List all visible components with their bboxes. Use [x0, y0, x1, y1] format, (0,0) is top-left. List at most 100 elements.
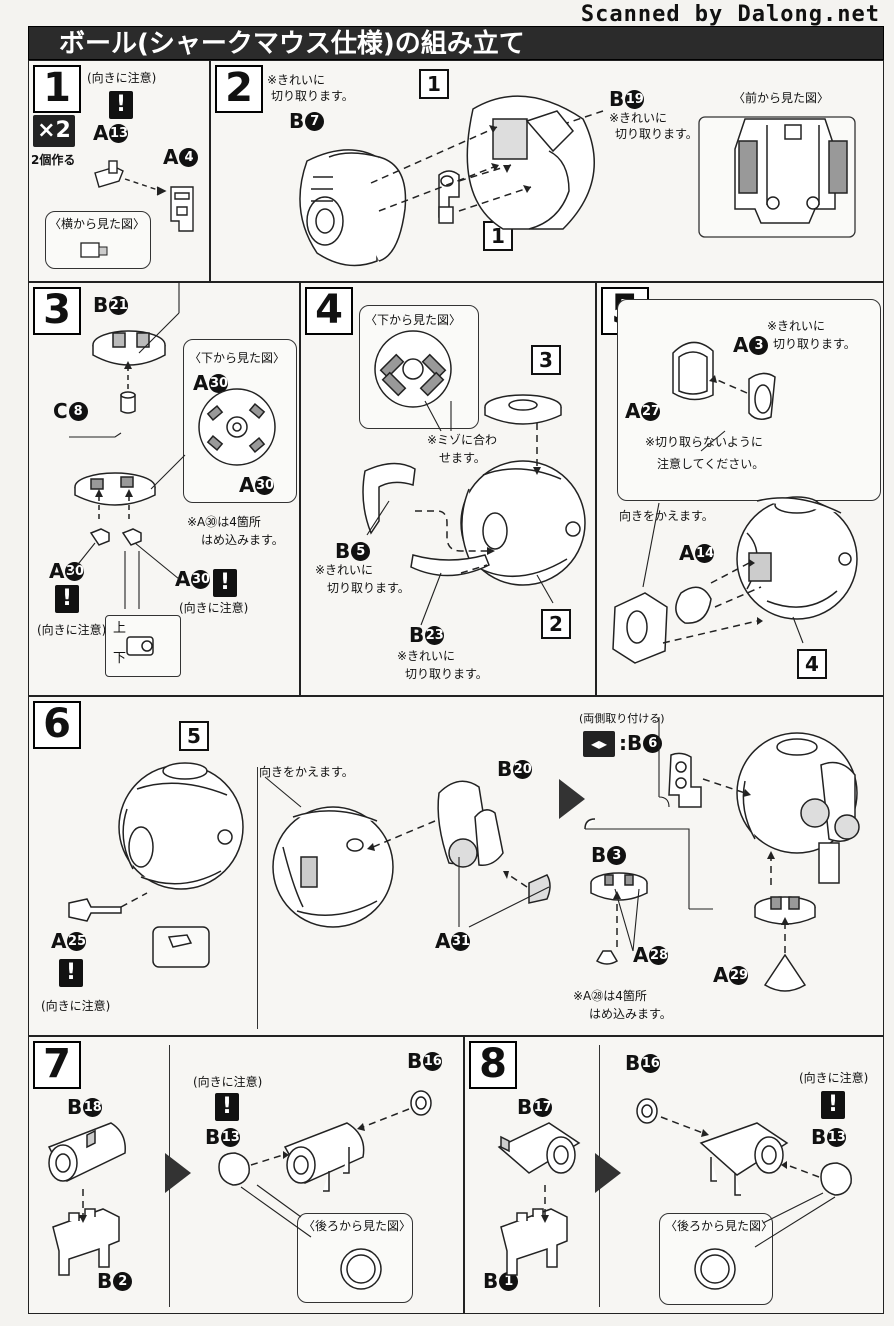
warning-icon: ! — [821, 1091, 845, 1119]
cut-note-a3-b: 切り取ります。 — [773, 337, 856, 351]
step-2-diagram — [299, 95, 856, 267]
side-view-label: 〈横から見た図〉 — [49, 217, 146, 231]
next-arrow-icon — [595, 1153, 621, 1193]
step-ref-1-top: 1 — [419, 69, 449, 99]
rear-view-label: 〈後ろから見た図〉 — [303, 1219, 412, 1233]
no-cut-note: ※切り取らないように — [645, 435, 763, 449]
caution-label: (向きに注意) — [41, 999, 111, 1013]
insert-note-b: はめ込みます。 — [201, 533, 284, 547]
part-label-b21: B21 — [93, 293, 129, 317]
cut-note-2: ※きれいに — [609, 111, 668, 125]
cut-note-1: ※きれいに — [267, 73, 326, 87]
rear-view-label: 〈後ろから見た図〉 — [665, 1219, 774, 1233]
insert-note-b: はめ込みます。 — [589, 1007, 672, 1021]
step-5-diagram — [612, 341, 858, 664]
page-title: ボール(シャークマウス仕様)の組み立て — [28, 26, 884, 60]
cut-note-b5-b: 切り取ります。 — [327, 581, 410, 595]
part-label-a14: A14 — [679, 541, 715, 565]
part-label-b16: B16 — [625, 1051, 661, 1075]
insert-note: ※A㉚は4箇所 — [187, 515, 261, 529]
part-label-b18: B18 — [67, 1095, 103, 1119]
part-label-b16: B16 — [407, 1049, 443, 1073]
no-cut-note-b: 注意してください。 — [657, 457, 765, 471]
groove-note: ※ミゾに合わ — [427, 433, 498, 447]
divider-left — [257, 767, 258, 1029]
cut-note-b5: ※きれいに — [315, 563, 374, 577]
caution-label: (向きに注意) — [799, 1071, 869, 1085]
step-ref-4: 4 — [797, 649, 827, 679]
side-view-callout — [45, 211, 151, 269]
part-label-a27: A27 — [625, 399, 661, 423]
bottom-view-label: 〈下から見た図〉 — [365, 313, 462, 327]
cut-note-a3: ※きれいに — [767, 319, 826, 333]
part-label-b23: B23 — [409, 623, 445, 647]
both-sides-icon: ◂▸ — [583, 731, 615, 757]
step-3-diagram — [69, 283, 276, 656]
warning-icon: ! — [215, 1093, 239, 1121]
step-6-diagram — [68, 717, 860, 992]
turn-label: 向きをかえます。 — [259, 765, 354, 779]
step-number: 1 — [33, 65, 81, 113]
part-label-a29: A29 — [713, 963, 749, 987]
turn-label: 向きをかえます。 — [619, 509, 714, 523]
part-label-a30-left: A30 — [49, 559, 85, 583]
step-8-diagram — [497, 1098, 852, 1290]
next-arrow-icon — [559, 779, 585, 819]
both-sides-label: (両側取り付ける) — [579, 712, 665, 725]
step-number: 6 — [33, 701, 81, 749]
cut-note-2b: 切り取ります。 — [615, 127, 698, 141]
part-label-a30-callout-1: A30 — [193, 371, 229, 395]
front-view-label: 〈前から見た図〉 — [733, 91, 830, 105]
make-two-label: 2個作る — [31, 153, 76, 167]
caution-label-left: (向きに注意) — [37, 623, 107, 637]
part-label-a31: A31 — [435, 929, 471, 953]
step-number: 2 — [215, 65, 263, 113]
quantity-badge: ×2 — [33, 115, 75, 147]
step-number: 7 — [33, 1041, 81, 1089]
groove-note-b: せます。 — [439, 451, 486, 465]
step-number: 8 — [469, 1041, 517, 1089]
step-7-diagram — [47, 1090, 432, 1290]
warning-icon-left: ! — [55, 585, 79, 613]
down-label: 下 — [113, 651, 127, 666]
part-label-a13: A13 — [93, 121, 129, 145]
cut-note-b23: ※きれいに — [397, 649, 456, 663]
part-label-a25: A25 — [51, 929, 87, 953]
insert-note: ※A㉘は4箇所 — [573, 989, 647, 1003]
part-label-b19: B19 — [609, 87, 645, 111]
part-label-b20: B20 — [497, 757, 533, 781]
part-label-a28: A28 — [633, 943, 669, 967]
part-label-a30-callout-2: A30 — [239, 473, 275, 497]
side-view-detail — [80, 242, 108, 258]
step-number: 4 — [305, 287, 353, 335]
caution-label: (向きに注意) — [193, 1075, 263, 1089]
part-label-a30-right: A30 — [175, 567, 211, 591]
step-ref-3: 3 — [531, 345, 561, 375]
warning-icon: ! — [59, 959, 83, 987]
step-number: 3 — [33, 287, 81, 335]
cut-note-b23-b: 切り取ります。 — [405, 667, 488, 681]
watermark: Scanned by Dalong.net — [580, 2, 880, 27]
caution-label: (向きに注意) — [87, 71, 157, 85]
part-label-b17: B17 — [517, 1095, 553, 1119]
step-6-panel: 6 5 向きをかえます。 B20 A25 ! (向きに注意) A31 (両側取り… — [28, 696, 884, 1036]
step-ref-5: 5 — [179, 721, 209, 751]
step-ref-2: 2 — [541, 609, 571, 639]
step-5-panel: 5 ※きれいに 切り取ります。 A3 A27 ※切り取らないように 注意してくだ… — [596, 282, 884, 696]
warning-icon-right: ! — [213, 569, 237, 597]
